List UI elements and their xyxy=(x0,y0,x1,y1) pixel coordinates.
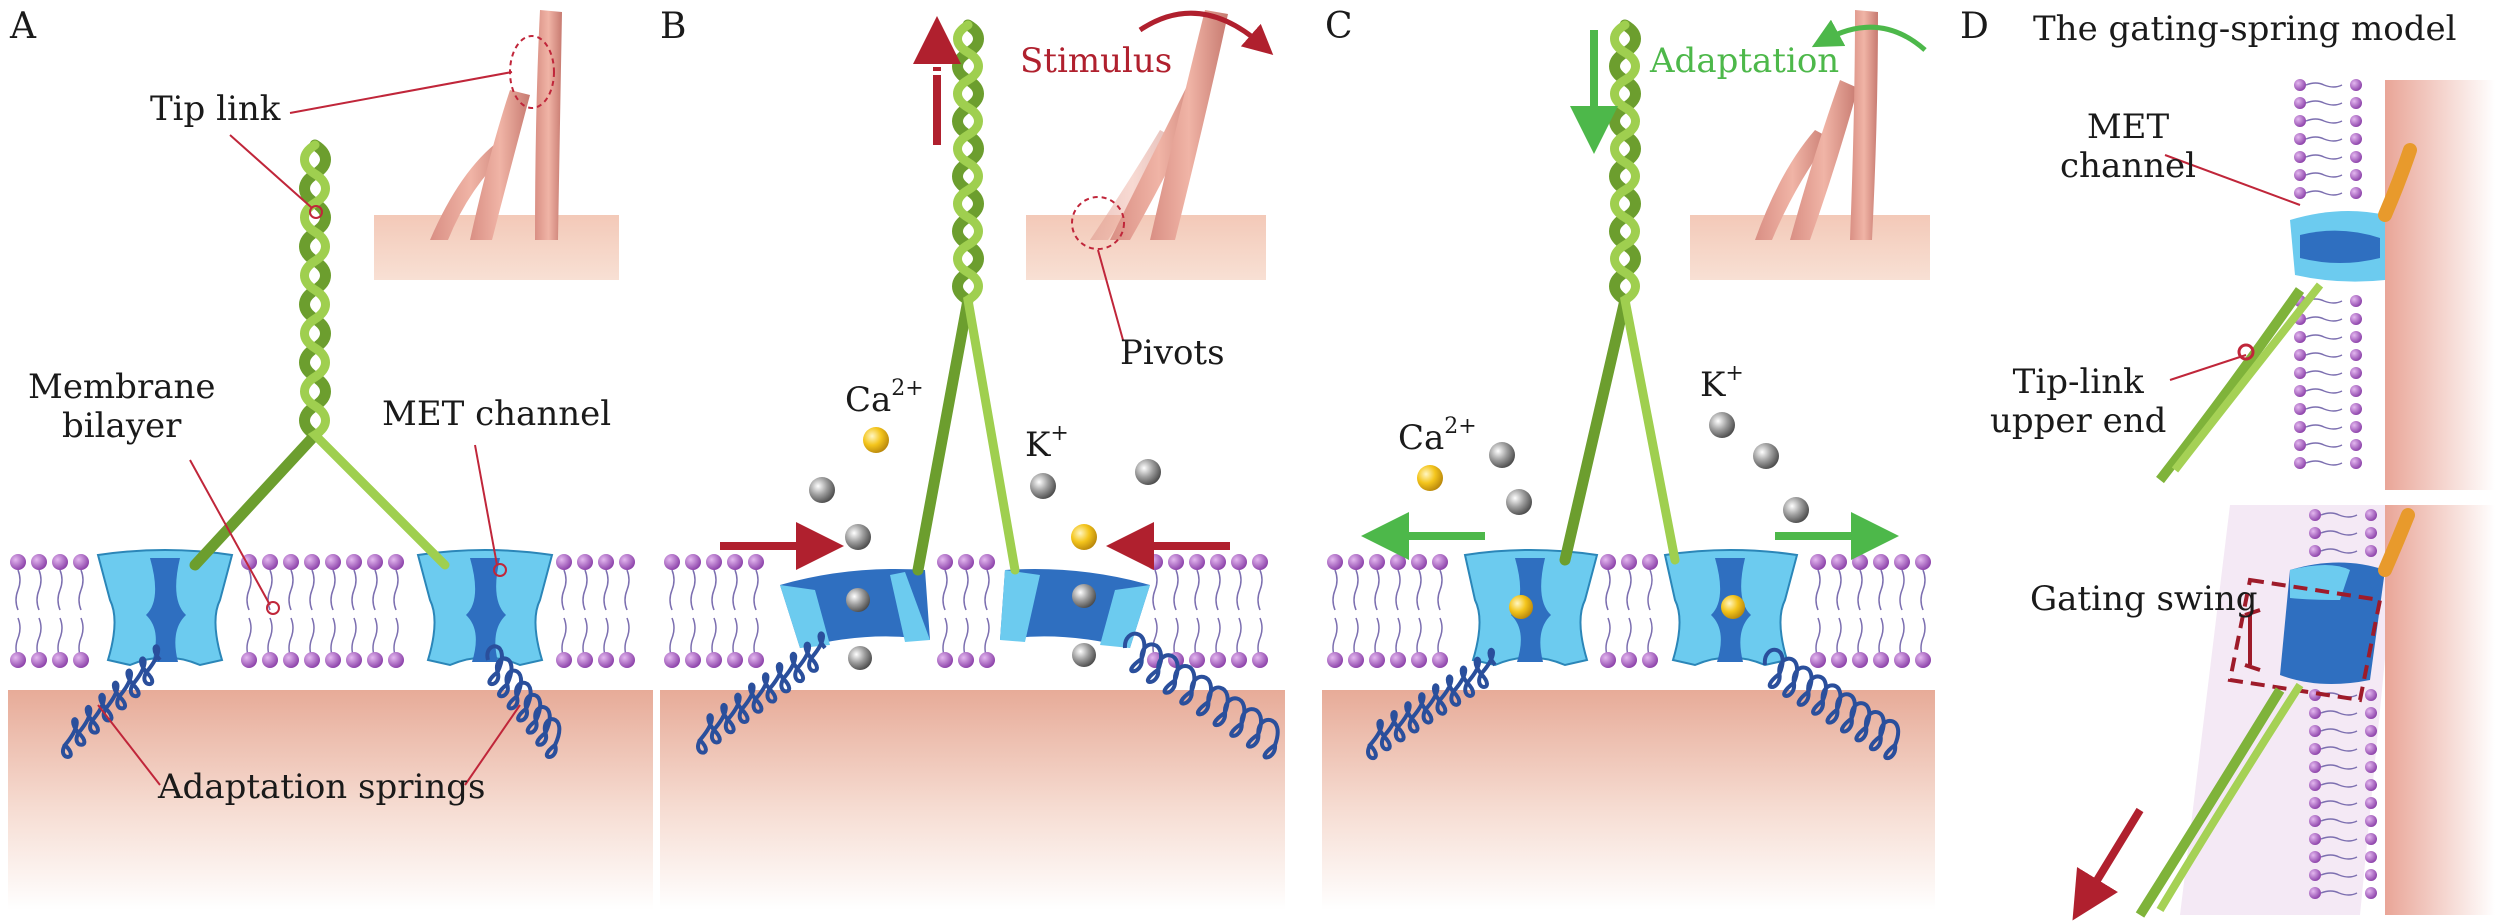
stereocilia-inset-c xyxy=(1690,10,1930,280)
leader-lines xyxy=(97,71,2301,786)
label-met-channel-a: MET channel xyxy=(382,394,612,434)
met-channel-b-right xyxy=(1000,569,1150,648)
membrane-bilayer-c xyxy=(1327,554,1931,668)
ions-panel-c xyxy=(1417,412,1809,619)
label-gating-spring-title: The gating-spring model xyxy=(2033,9,2457,49)
label-tip-link: Tip link xyxy=(150,89,281,129)
panel-letter-c: C xyxy=(1325,6,1353,47)
panel-d-bottom xyxy=(2072,505,2495,921)
panel-letter-d: D xyxy=(1960,6,1989,47)
membrane-bilayer-b xyxy=(664,554,1268,668)
panel-letter-a: A xyxy=(10,6,36,47)
label-ca-c: Ca2+ xyxy=(1398,414,1477,458)
label-k-b: K+ xyxy=(1025,421,1069,465)
cytoplasm-b xyxy=(660,690,1285,910)
label-pivots: Pivots xyxy=(1120,333,1225,373)
stereocilia-inset-a xyxy=(374,10,619,280)
ions-panel-b xyxy=(809,427,1161,670)
adaptation-springs xyxy=(61,631,1901,761)
label-tip-link-upper-end: Tip-link upper end xyxy=(1990,362,2167,442)
label-ca-b: Ca2+ xyxy=(845,376,924,420)
label-met-channel-d: MET channel xyxy=(2060,107,2196,187)
met-channel-a-left xyxy=(96,549,234,667)
label-adaptation: Adaptation xyxy=(1650,41,1840,81)
label-k-c: K+ xyxy=(1700,361,1744,405)
label-adaptation-springs: Adaptation springs xyxy=(158,767,486,807)
membrane-bilayer-a xyxy=(10,554,635,668)
tip-links xyxy=(189,19,1680,576)
stereocilia-inset-b xyxy=(1026,10,1274,280)
label-stimulus: Stimulus xyxy=(1020,41,1173,81)
label-membrane-bilayer: Membrane bilayer xyxy=(28,367,216,447)
met-channel-a-right xyxy=(416,549,554,667)
cytoplasm-c xyxy=(1322,690,1935,910)
panel-letter-b: B xyxy=(660,6,687,47)
panel-d-top xyxy=(2156,79,2495,490)
label-gating-swing: Gating swing xyxy=(2030,579,2258,619)
